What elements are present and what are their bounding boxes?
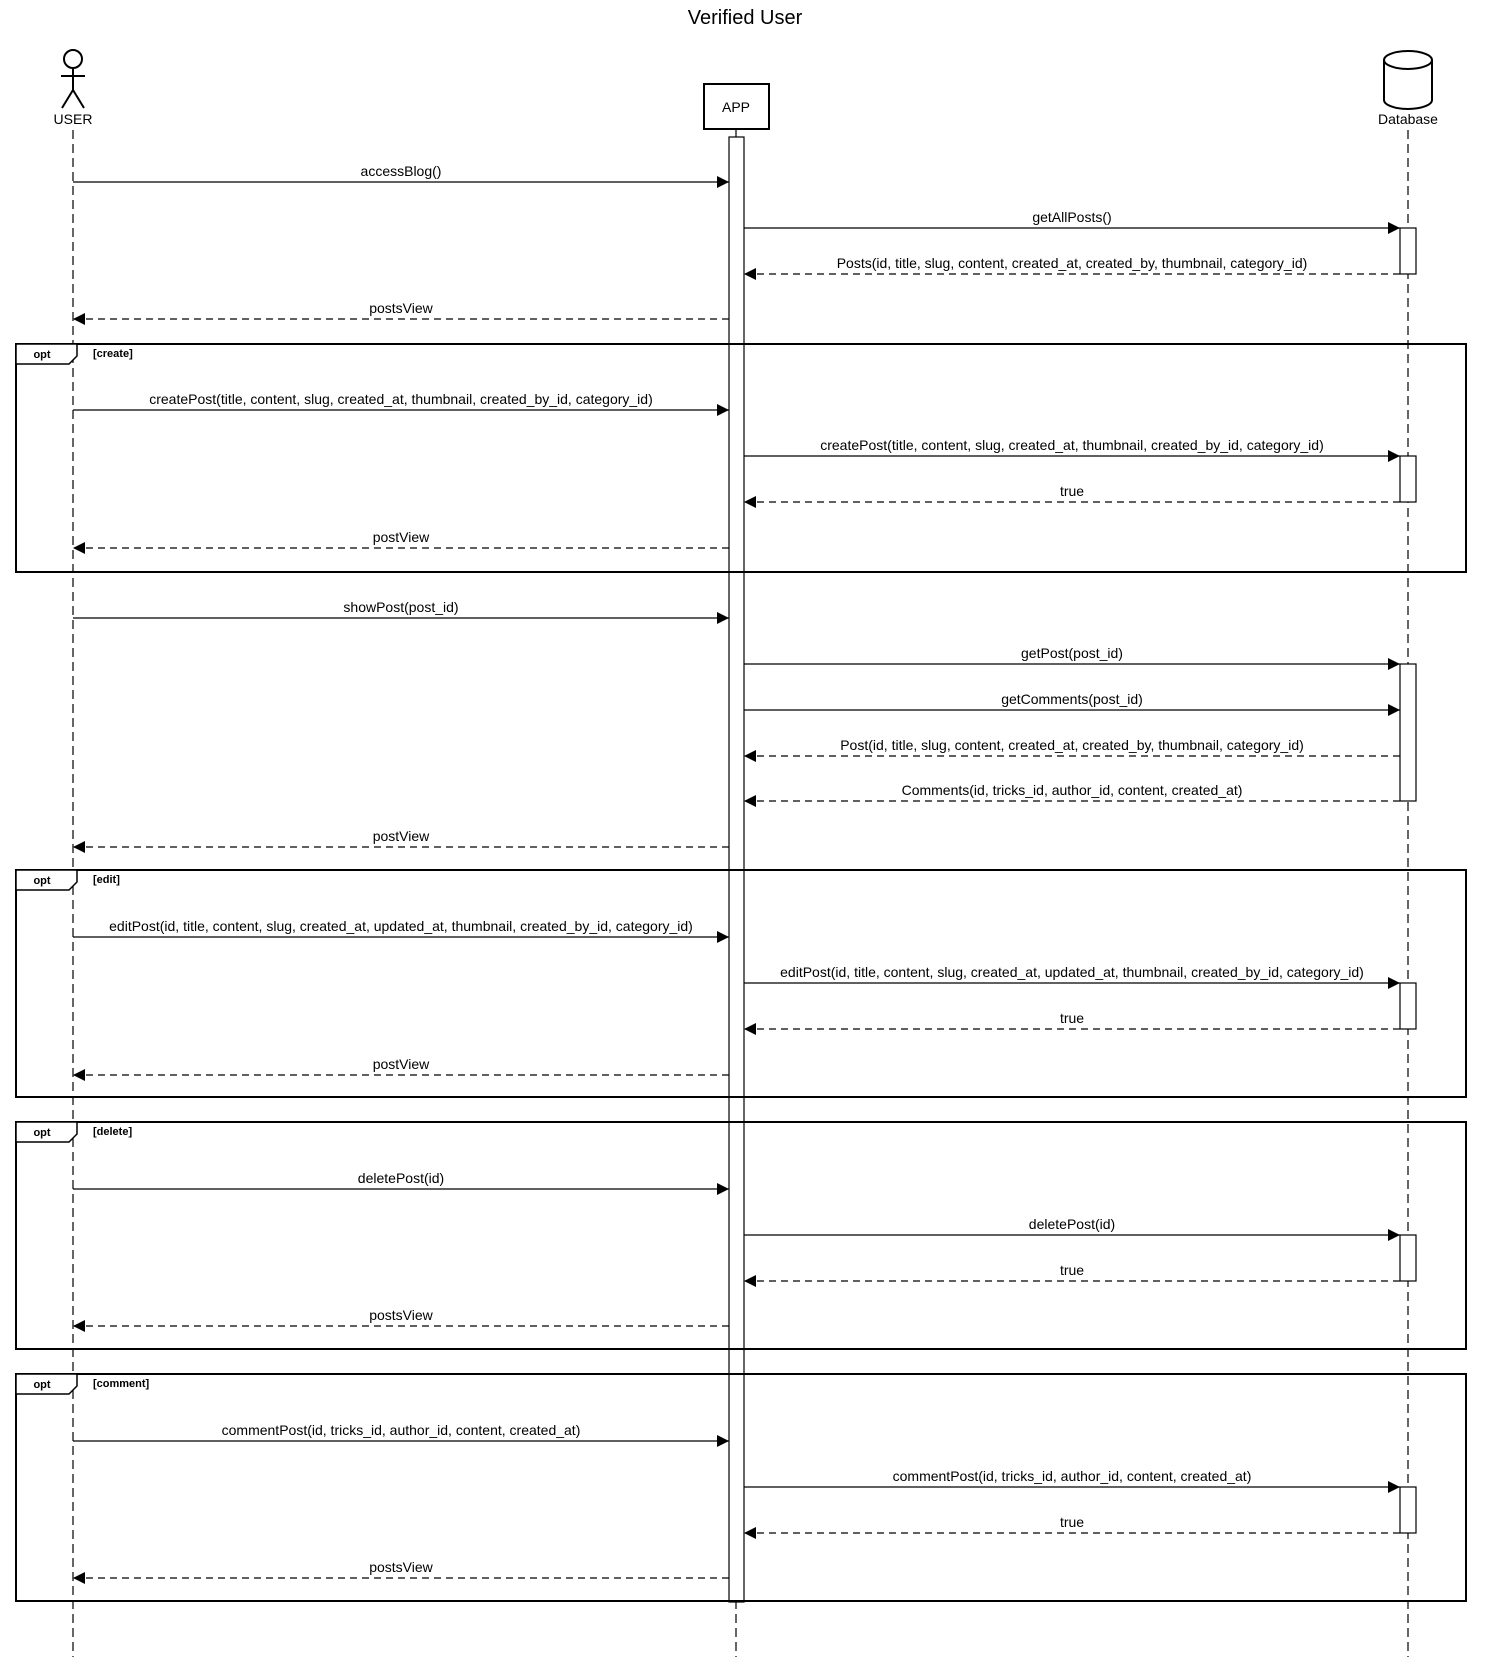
fragment-frame bbox=[15, 1373, 1467, 1602]
fragment-operator: opt bbox=[33, 1379, 50, 1391]
fragment-guard: [comment] bbox=[93, 1378, 150, 1390]
fragment-tag bbox=[15, 343, 78, 365]
fragment-operator: opt bbox=[33, 1127, 50, 1139]
message-label: true bbox=[1060, 1262, 1084, 1278]
message-label: commentPost(id, tricks_id, author_id, co… bbox=[222, 1422, 581, 1438]
diagram-title: Verified User bbox=[688, 7, 803, 29]
opt-fragment: opt [comment] bbox=[15, 1373, 1467, 1602]
message-label: true bbox=[1060, 1514, 1084, 1530]
app-participant-box bbox=[703, 83, 770, 130]
fragment-guard: [edit] bbox=[93, 874, 120, 886]
message-label: Comments(id, tricks_id, author_id, conte… bbox=[902, 782, 1243, 798]
database-participant-label: Database bbox=[1378, 111, 1438, 127]
message-label: Posts(id, title, slug, content, created_… bbox=[837, 255, 1308, 271]
fragment-tag bbox=[15, 869, 78, 891]
fragment-guard: [create] bbox=[93, 348, 133, 360]
message-label: getAllPosts() bbox=[1032, 209, 1111, 225]
message-label: postsView bbox=[369, 1307, 433, 1323]
fragment-frame bbox=[15, 343, 1467, 573]
message-label: showPost(post_id) bbox=[343, 599, 458, 615]
fragment-operator: opt bbox=[33, 349, 50, 361]
message-label: getComments(post_id) bbox=[1001, 691, 1143, 707]
database-cylinder-icon bbox=[1383, 50, 1433, 110]
fragment-frame bbox=[15, 1121, 1467, 1350]
message-label: accessBlog() bbox=[361, 163, 442, 179]
database-activation-bar bbox=[1399, 1486, 1417, 1534]
opt-fragment: opt [edit] bbox=[15, 869, 1467, 1098]
message-label: postView bbox=[373, 828, 430, 844]
message-label: postView bbox=[373, 529, 430, 545]
fragment-tag bbox=[15, 1121, 78, 1143]
fragment-frame bbox=[15, 869, 1467, 1098]
message-label: postsView bbox=[369, 1559, 433, 1575]
opt-fragment: opt [create] bbox=[15, 343, 1467, 573]
message-label: commentPost(id, tricks_id, author_id, co… bbox=[893, 1468, 1252, 1484]
fragment-guard: [delete] bbox=[93, 1126, 132, 1138]
message-label: createPost(title, content, slug, created… bbox=[820, 437, 1324, 453]
database-activation-bar bbox=[1399, 227, 1417, 275]
message-label: postView bbox=[373, 1056, 430, 1072]
message-label: deletePost(id) bbox=[358, 1170, 444, 1186]
opt-fragment: opt [delete] bbox=[15, 1121, 1467, 1350]
database-activation-bar bbox=[1399, 455, 1417, 503]
message-label: createPost(title, content, slug, created… bbox=[149, 391, 653, 407]
app-participant-label: APP bbox=[722, 99, 750, 115]
fragment-operator: opt bbox=[33, 875, 50, 887]
message-label: editPost(id, title, content, slug, creat… bbox=[780, 964, 1364, 980]
message-label: true bbox=[1060, 483, 1084, 499]
user-actor-icon bbox=[61, 49, 85, 109]
message-label: editPost(id, title, content, slug, creat… bbox=[109, 918, 693, 934]
user-participant-label: USER bbox=[54, 111, 93, 127]
fragment-tag bbox=[15, 1373, 78, 1395]
message-label: getPost(post_id) bbox=[1021, 645, 1123, 661]
message-label: Post(id, title, slug, content, created_a… bbox=[840, 737, 1304, 753]
database-activation-bar bbox=[1399, 663, 1417, 802]
message-label: deletePost(id) bbox=[1029, 1216, 1115, 1232]
message-label: true bbox=[1060, 1010, 1084, 1026]
database-activation-bar bbox=[1399, 982, 1417, 1030]
database-activation-bar bbox=[1399, 1234, 1417, 1282]
message-label: postsView bbox=[369, 300, 433, 316]
